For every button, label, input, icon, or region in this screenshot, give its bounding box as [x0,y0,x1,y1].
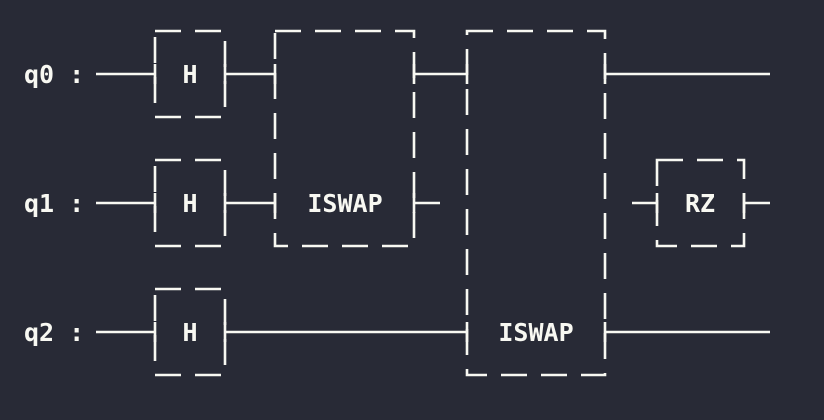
gate-label: ISWAP [307,189,382,218]
gate-label: ISWAP [498,318,573,347]
gate-label: H [182,318,197,347]
gate-iswap-q0-q2: ISWAP [465,29,607,377]
gate-label: H [182,60,197,89]
gate-label: H [182,189,197,218]
qubit-label-q0: q0 : [24,60,84,89]
gate-rz-q1: RZ [655,158,746,248]
gate-h-q1: H [153,158,227,248]
gate-h-q2: H [153,287,227,377]
gate-h-q0: H [153,29,227,119]
gate-label: RZ [685,189,715,218]
qubit-label-q1: q1 : [24,189,84,218]
gate-iswap-q0-q1: ISWAP [273,29,416,248]
qubit-label-q2: q2 : [24,318,84,347]
